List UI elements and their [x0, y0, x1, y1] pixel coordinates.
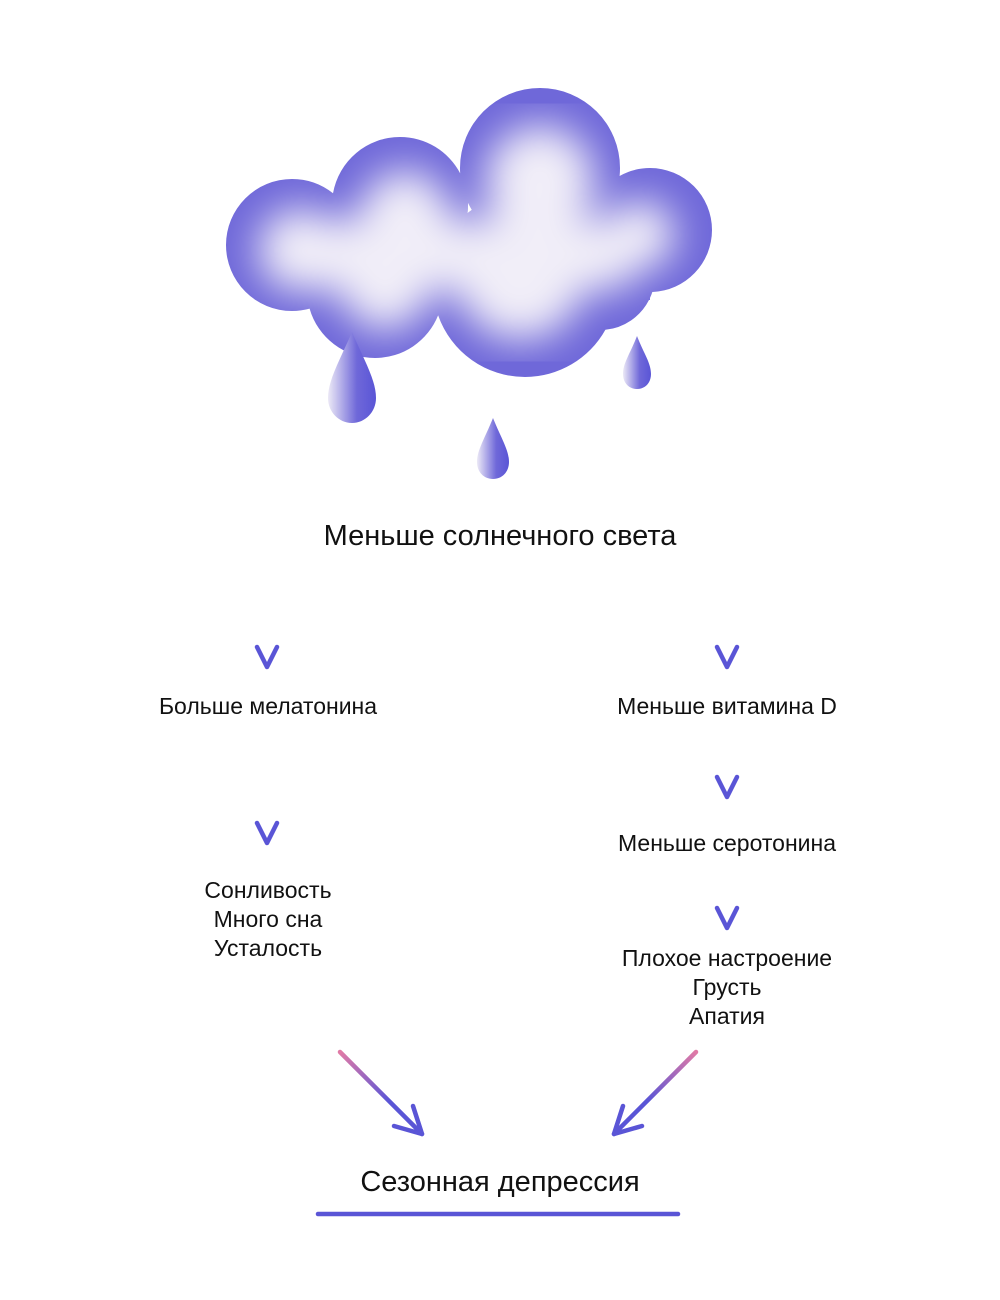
raindrop-icon: [328, 332, 376, 423]
symptom: Много сна: [213, 906, 323, 932]
result-label: Сезонная депрессия: [360, 1166, 640, 1198]
arrow-down-icon: [714, 617, 740, 670]
arrow-diagonal-right-icon: [337, 1049, 425, 1137]
left-step1: Больше мелатонина: [158, 693, 378, 719]
symptom: Грусть: [692, 974, 762, 1000]
symptom: Плохое настроение: [621, 945, 833, 971]
cloud-icon: [226, 88, 712, 377]
symptom: Усталость: [213, 935, 323, 961]
raindrop-icon: [623, 336, 651, 389]
raindrop-icon: [477, 418, 509, 479]
right-step2: Меньше серотонина: [617, 830, 837, 856]
symptom: Апатия: [689, 1003, 765, 1029]
right-step1: Меньше витамина D: [617, 693, 837, 719]
arrow-down-icon: [254, 754, 280, 846]
arrow-down-icon: [254, 617, 280, 670]
top-label: Меньше солнечного света: [323, 520, 677, 552]
arrow-diagonal-left-icon: [611, 1049, 699, 1137]
arrow-down-icon: [714, 747, 740, 800]
left-symptoms: Сонливость Много сна Усталость: [204, 876, 331, 963]
symptom: Сонливость: [204, 877, 332, 903]
right-symptoms: Плохое настроение Грусть Апатия: [622, 944, 832, 1031]
arrow-down-icon: [714, 878, 740, 931]
